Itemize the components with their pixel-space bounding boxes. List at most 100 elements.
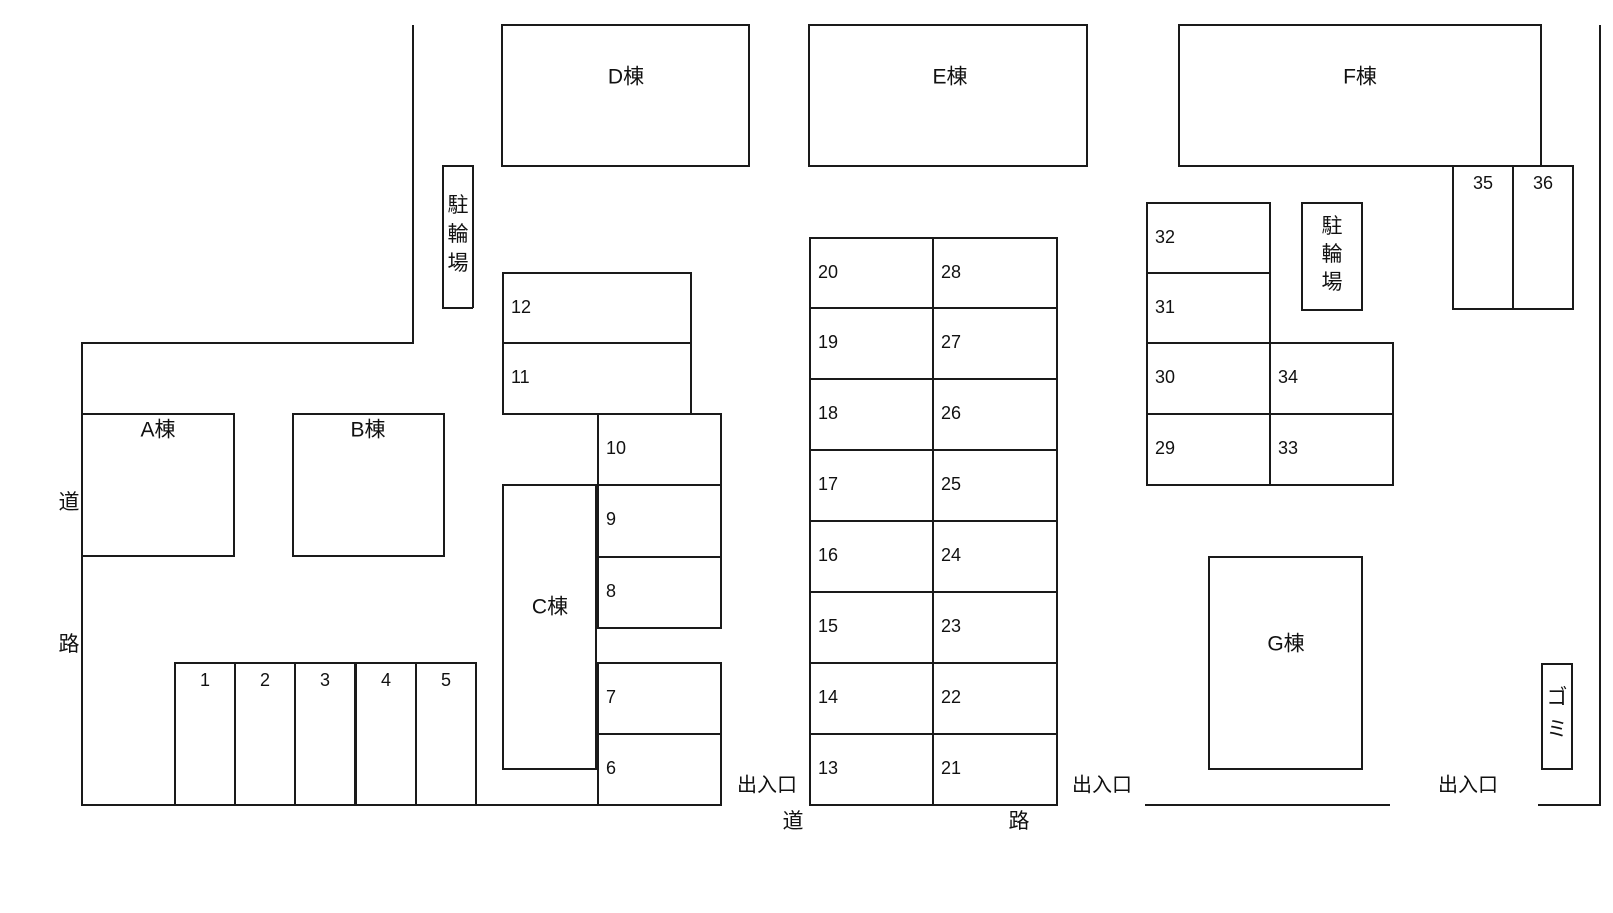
bicycle-parking-2-char-3: 場: [1322, 270, 1343, 294]
building-b: B棟: [292, 413, 445, 557]
parking-space-12: [502, 272, 692, 344]
parking-space-label-21: 21: [941, 758, 961, 778]
parking-space-2: [234, 662, 296, 806]
parking-space-35: [1452, 165, 1514, 310]
parking-space-15: [809, 591, 934, 664]
parking-space-26: [932, 378, 1058, 451]
parking-space-11: [502, 342, 692, 415]
parking-space-label-14: 14: [818, 687, 838, 707]
parking-space-6: [597, 733, 722, 806]
building-a: A棟: [81, 413, 235, 557]
parking-space-label-15: 15: [818, 616, 838, 636]
parking-space-label-10: 10: [606, 438, 626, 458]
parking-space-9: [597, 484, 722, 558]
parking-space-label-3: 3: [320, 670, 330, 690]
parking-space-label-19: 19: [818, 332, 838, 352]
road-bottom-char-1: 道: [783, 809, 804, 833]
parking-space-label-12: 12: [511, 297, 531, 317]
entrance-3-label: 出入口: [1438, 773, 1498, 797]
parking-space-label-31: 31: [1155, 297, 1175, 317]
road-left-char-1: 道: [59, 490, 80, 514]
building-a-label: A棟: [140, 419, 175, 442]
parking-space-28: [932, 237, 1058, 309]
parking-space-label-16: 16: [818, 545, 838, 565]
parking-space-label-2: 2: [260, 670, 270, 690]
bicycle-parking-1-char-3: 場: [448, 251, 469, 275]
building-e: E棟: [808, 24, 1088, 167]
bicycle-parking-1-char-1: 駐: [448, 193, 469, 217]
parking-space-label-7: 7: [606, 687, 616, 707]
parking-space-label-32: 32: [1155, 227, 1175, 247]
parking-space-label-33: 33: [1278, 438, 1298, 458]
garbage-char-1: ゴ: [1547, 685, 1568, 709]
parking-space-1: [174, 662, 236, 806]
parking-space-36: [1512, 165, 1574, 310]
entrance-1-label: 出入口: [737, 773, 797, 797]
parking-space-label-18: 18: [818, 403, 838, 423]
parking-space-label-8: 8: [606, 581, 616, 601]
parking-space-label-11: 11: [511, 367, 530, 387]
parking-space-label-36: 36: [1533, 173, 1553, 193]
parking-space-25: [932, 449, 1058, 522]
garbage-area: ゴ ミ: [1541, 663, 1573, 770]
parking-space-label-26: 26: [941, 403, 961, 423]
parking-space-label-22: 22: [941, 687, 961, 707]
parking-space-23: [932, 591, 1058, 664]
road-bottom-char-2: 路: [1009, 809, 1030, 833]
parking-space-5: [415, 662, 477, 806]
parking-space-label-30: 30: [1155, 367, 1175, 387]
garbage-char-2: ミ: [1547, 717, 1568, 741]
parking-space-label-17: 17: [818, 474, 838, 494]
building-e-label: E棟: [932, 66, 967, 89]
building-b-label: B棟: [350, 419, 385, 442]
parking-space-18: [809, 378, 934, 451]
building-g-label: G棟: [1267, 633, 1304, 656]
parking-space-10: [597, 413, 722, 486]
parking-space-33: [1269, 413, 1394, 486]
parking-space-label-6: 6: [606, 758, 616, 778]
parking-space-label-27: 27: [941, 332, 961, 352]
parking-space-label-9: 9: [606, 509, 616, 529]
parking-space-17: [809, 449, 934, 522]
road-left-char-2: 路: [59, 632, 80, 656]
parking-space-label-35: 35: [1473, 173, 1493, 193]
parking-space-14: [809, 662, 934, 735]
parking-space-label-13: 13: [818, 758, 838, 778]
parking-space-31: [1146, 272, 1271, 344]
building-g: G棟: [1208, 556, 1363, 770]
bicycle-parking-2: 駐 輪 場: [1301, 202, 1363, 311]
parking-space-7: [597, 662, 722, 735]
parking-space-label-29: 29: [1155, 438, 1175, 458]
building-c-label: C棟: [532, 596, 568, 619]
parking-space-27: [932, 307, 1058, 380]
entrance-2-label: 出入口: [1072, 773, 1132, 797]
parking-space-label-20: 20: [818, 262, 838, 282]
parking-space-16: [809, 520, 934, 593]
parking-space-label-28: 28: [941, 262, 961, 282]
building-f: F棟: [1178, 24, 1542, 167]
parking-space-label-1: 1: [200, 670, 210, 690]
parking-space-8: [597, 556, 722, 629]
building-d: D棟: [501, 24, 750, 167]
parking-space-32: [1146, 202, 1271, 274]
building-d-label: D棟: [608, 66, 644, 89]
bicycle-parking-1: 駐 輪 場: [442, 165, 474, 309]
bicycle-parking-2-char-1: 駐: [1322, 214, 1343, 238]
building-c: C棟: [502, 484, 597, 770]
parking-space-24: [932, 520, 1058, 593]
parking-space-label-24: 24: [941, 545, 961, 565]
parking-space-label-23: 23: [941, 616, 961, 636]
parking-space-label-34: 34: [1278, 367, 1298, 387]
parking-space-21: [932, 733, 1058, 806]
building-f-label: F棟: [1343, 66, 1377, 89]
bicycle-parking-2-char-2: 輪: [1322, 242, 1343, 266]
parking-space-34: [1269, 342, 1394, 415]
bicycle-parking-1-char-2: 輪: [448, 222, 469, 246]
parking-space-label-25: 25: [941, 474, 961, 494]
parking-space-20: [809, 237, 934, 309]
parking-space-label-4: 4: [381, 670, 391, 690]
parking-space-label-5: 5: [441, 670, 451, 690]
parking-space-19: [809, 307, 934, 380]
